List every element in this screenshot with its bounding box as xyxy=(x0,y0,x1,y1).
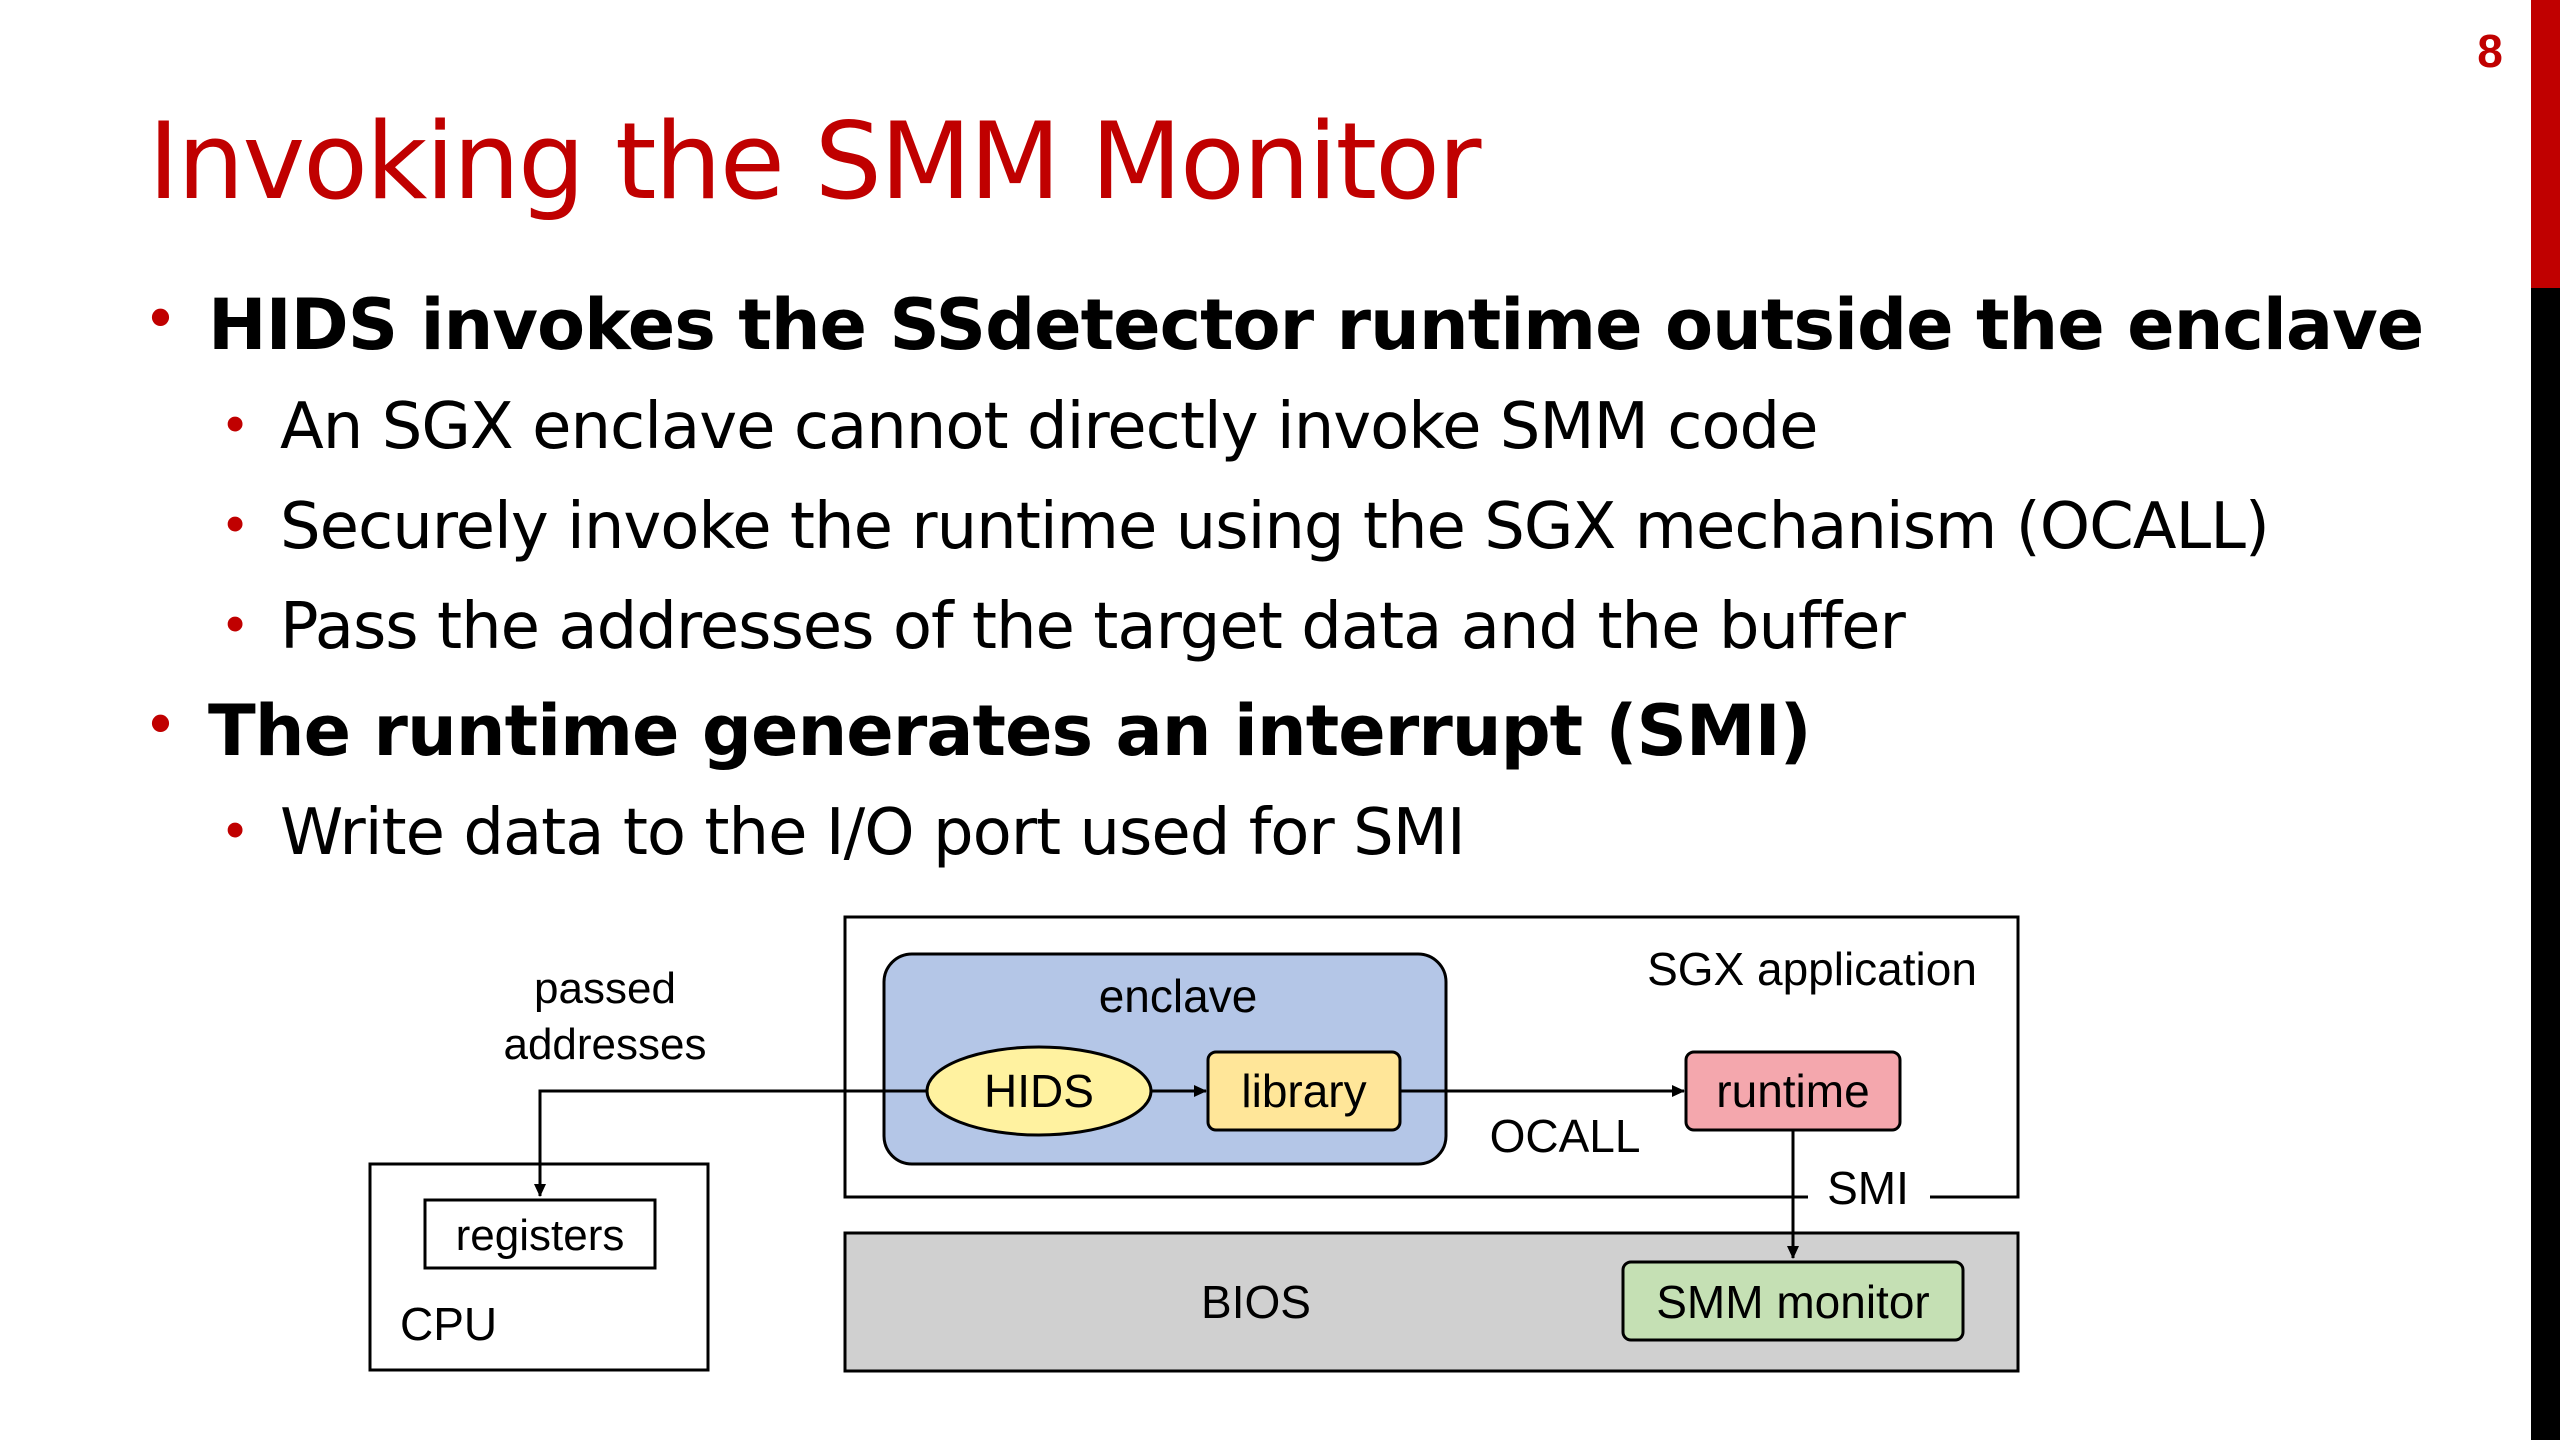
bullet-level2: Pass the addresses of the target data an… xyxy=(280,590,1906,664)
smm-monitor-node xyxy=(1621,1260,1965,1342)
slide-title: Invoking the SMM Monitor xyxy=(148,100,1482,223)
bullet-level1: HIDS invokes the SSdetector runtime outs… xyxy=(208,284,2424,366)
accent-bar-red xyxy=(2531,0,2560,288)
bullet-dot: • xyxy=(150,689,172,756)
cpu-label: CPU xyxy=(400,1298,497,1350)
library-label: library xyxy=(1241,1065,1366,1117)
smi-label-bg xyxy=(1808,1168,1930,1218)
passed-addresses-label-line2: addresses xyxy=(503,1020,706,1069)
bullet-dot: • xyxy=(226,595,245,653)
passed-addresses-arrow xyxy=(534,1089,927,1197)
sgx-application-label: SGX application xyxy=(1647,943,1977,995)
registers-node xyxy=(423,1198,657,1270)
enclave-label: enclave xyxy=(1099,970,1258,1022)
runtime-label: runtime xyxy=(1716,1065,1869,1117)
passed-addresses-label-line1: passed xyxy=(534,964,676,1013)
registers-label: registers xyxy=(456,1211,625,1260)
bullet-level2: An SGX enclave cannot directly invoke SM… xyxy=(280,390,1819,464)
bullet-level2: Write data to the I/O port used for SMI xyxy=(280,796,1466,870)
bullet-level1: The runtime generates an interrupt (SMI) xyxy=(208,690,1812,772)
hids-label: HIDS xyxy=(984,1065,1094,1117)
bullet-dot: • xyxy=(226,495,245,553)
smi-label: SMI xyxy=(1827,1162,1909,1214)
bullet-dot: • xyxy=(226,395,245,453)
bullet-dot: • xyxy=(150,283,172,350)
smm-monitor-label: SMM monitor xyxy=(1656,1276,1929,1328)
ocall-label: OCALL xyxy=(1490,1110,1641,1162)
bios-label: BIOS xyxy=(1201,1276,1311,1328)
bullet-level2: Securely invoke the runtime using the SG… xyxy=(280,490,2270,564)
accent-bar-black xyxy=(2531,288,2560,1440)
bullet-dot: • xyxy=(226,801,245,859)
page-number: 8 xyxy=(2477,25,2503,77)
